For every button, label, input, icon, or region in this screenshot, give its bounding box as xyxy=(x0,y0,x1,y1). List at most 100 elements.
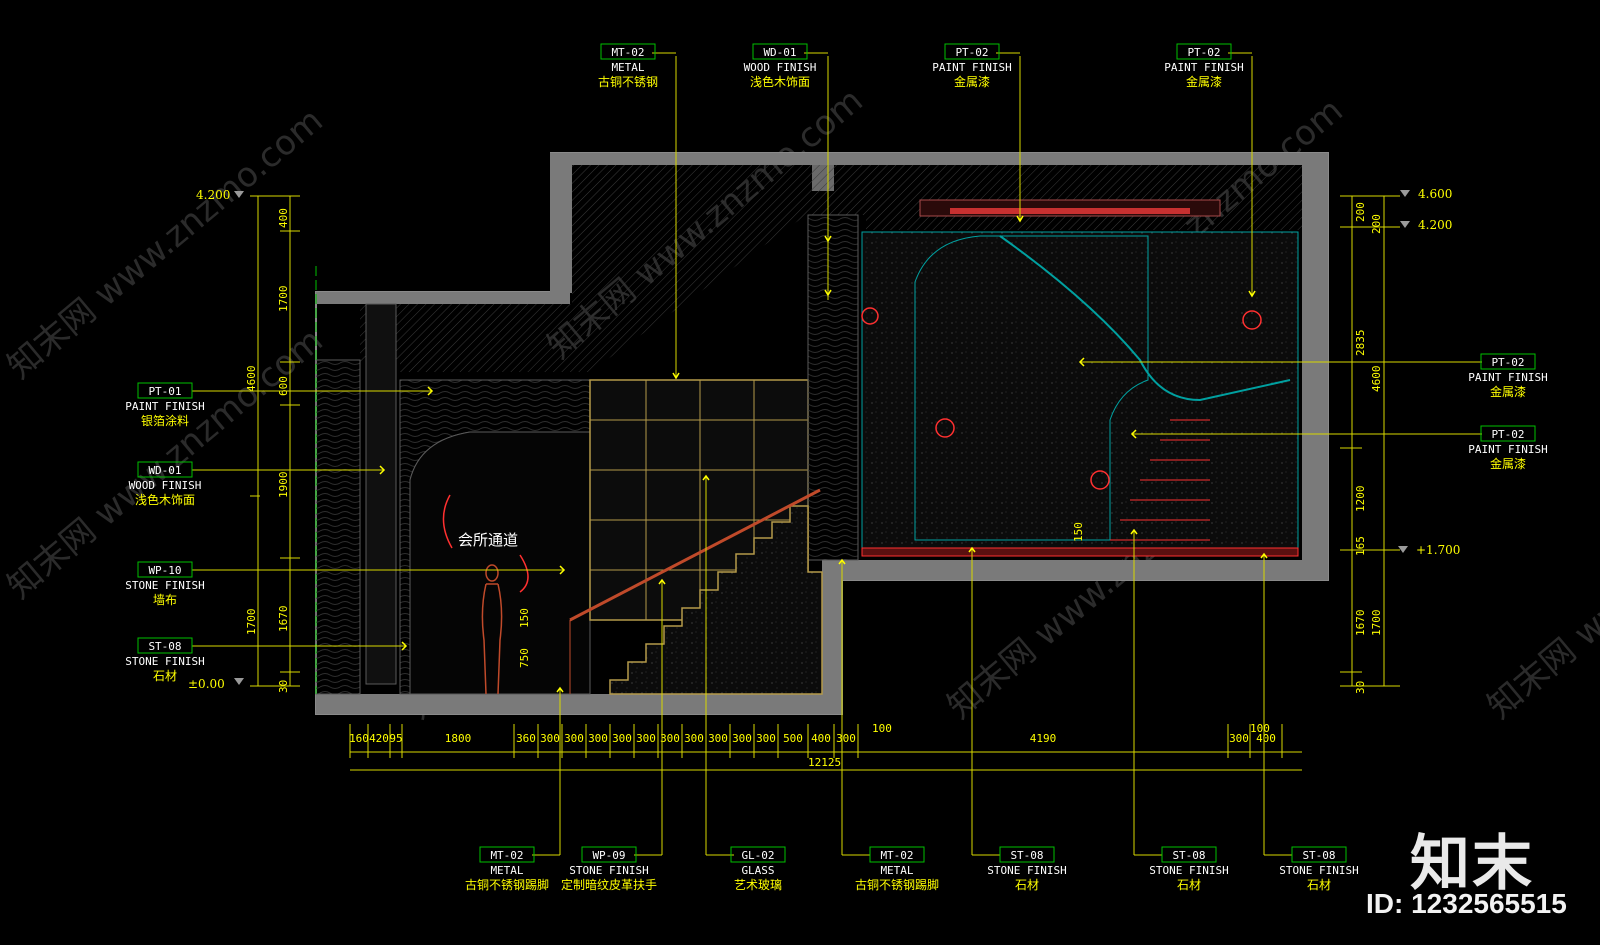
tag-cat: PAINT FINISH xyxy=(932,61,1011,74)
bottom-dim-16: 400 xyxy=(811,732,831,745)
tag-cat: PAINT FINISH xyxy=(1468,371,1547,384)
bottom-dim-20: 400 xyxy=(1256,732,1276,745)
tag-desc: 石材 xyxy=(153,669,177,683)
brand-id: ID: 1232565515 xyxy=(1366,888,1567,919)
right-level-markers xyxy=(1398,190,1410,553)
tag-box xyxy=(1291,846,1347,863)
tag-box xyxy=(1480,353,1536,370)
tag-cat: STONE FINISH xyxy=(125,579,204,592)
bottom-extra-labels: 100 100 12125 xyxy=(808,722,1270,769)
left-dimension-labels: 4600 1700 400 1700 600 1900 1670 30 xyxy=(245,208,290,693)
tag-code: ST-08 xyxy=(148,640,181,653)
right-dim-1200: 1200 xyxy=(1354,486,1367,513)
tag-cat: STONE FINISH xyxy=(1279,864,1358,877)
bottom-dimensions xyxy=(350,751,1302,771)
bottom-dim-15: 500 xyxy=(783,732,803,745)
upper-left-wall xyxy=(550,153,572,293)
right-dimensions xyxy=(1340,195,1400,687)
tag-cat: METAL xyxy=(611,61,644,74)
tag-cat: STONE FINISH xyxy=(1149,864,1228,877)
tag-box xyxy=(1161,846,1217,863)
tag-desc: 浅色木饰面 xyxy=(135,493,195,507)
right-levels: 4.600 4.200 +1.700 xyxy=(1416,187,1460,557)
tag-code: PT-02 xyxy=(1187,46,1220,59)
tag-cat: WOOD FINISH xyxy=(744,61,817,74)
tag-desc: 古铜不锈钢踢脚 xyxy=(855,877,939,892)
right-dim-30: 30 xyxy=(1354,681,1367,694)
flow-arrow-1 xyxy=(442,494,453,549)
tag-box xyxy=(752,43,808,60)
upper-floor-strip xyxy=(861,547,1299,557)
left-dimensions xyxy=(250,195,300,687)
level-4200-left: 4.200 xyxy=(196,188,230,202)
tag-desc: 金属漆 xyxy=(1186,74,1222,89)
tag-cat: STONE FINISH xyxy=(125,655,204,668)
bottom-dim-18: 4190 xyxy=(1030,732,1057,745)
tag-code: WP-10 xyxy=(148,564,181,577)
upper-inner-stair xyxy=(1110,419,1210,541)
left-dim-4600: 4600 xyxy=(245,366,258,393)
top-slab xyxy=(550,153,1328,165)
tag-code: ST-08 xyxy=(1010,849,1043,862)
tag-cat: METAL xyxy=(490,864,523,877)
level-zero: ±0.00 xyxy=(188,677,225,691)
right-dim-4600: 4600 xyxy=(1370,366,1383,393)
bottom-dim-5: 300 xyxy=(540,732,560,745)
tag-desc: 石材 xyxy=(1015,878,1039,892)
tag-code: MT-02 xyxy=(880,849,913,862)
tag-code: WD-01 xyxy=(763,46,796,59)
watermark-7: 知末网 www.znzmo.com xyxy=(1480,440,1600,726)
room-label: 会所通道 xyxy=(458,531,518,549)
tag-desc: 古铜不锈钢 xyxy=(598,74,658,89)
tag-box xyxy=(137,461,193,478)
upper-curve-wall xyxy=(914,235,1149,541)
tag-desc: 石材 xyxy=(1177,878,1201,892)
tag-box xyxy=(137,382,193,399)
tag-cat: WOOD FINISH xyxy=(129,479,202,492)
left-upper-slab xyxy=(316,292,570,304)
bottom-dim-0: 160 xyxy=(349,732,369,745)
tag-desc: 金属漆 xyxy=(954,74,990,89)
stair-support-wall xyxy=(822,560,842,714)
right-dim-200b: 200 xyxy=(1370,214,1383,234)
bottom-dim-8: 300 xyxy=(612,732,632,745)
tag-code: MT-02 xyxy=(490,849,523,862)
tag-box xyxy=(869,846,925,863)
right-dim-1670: 1670 xyxy=(1354,610,1367,637)
cornice-accent xyxy=(950,208,1190,214)
bottom-dim-9: 300 xyxy=(636,732,656,745)
tag-code: PT-02 xyxy=(955,46,988,59)
tag-box xyxy=(944,43,1000,60)
right-dim-1700: 1700 xyxy=(1370,610,1383,637)
bottom-extra-100-right: 100 xyxy=(1250,722,1270,735)
level-4200-right: 4.200 xyxy=(1418,218,1452,232)
step-dim-2: 750 xyxy=(518,648,531,668)
leader-lines xyxy=(192,52,1482,856)
bottom-extra-100-left: 100 xyxy=(872,722,892,735)
tag-code: WP-09 xyxy=(592,849,625,862)
left-dim-1700-outer: 1700 xyxy=(245,609,258,636)
upper-spiral-rail xyxy=(999,235,1291,402)
building-section xyxy=(315,152,1329,715)
left-wall-panel xyxy=(315,359,361,695)
step-dimensions: 150 750 150 xyxy=(518,522,1085,668)
tag-code: WD-01 xyxy=(148,464,181,477)
bottom-dim-4: 360 xyxy=(516,732,536,745)
brand-logo: 知末 xyxy=(1410,829,1534,899)
tag-box xyxy=(1176,43,1232,60)
right-wall xyxy=(1302,165,1328,580)
tag-box xyxy=(600,43,656,60)
lower-floor-slab xyxy=(316,694,842,714)
bottom-dim-2: 95 xyxy=(389,732,402,745)
left-dim-400: 400 xyxy=(277,208,290,228)
